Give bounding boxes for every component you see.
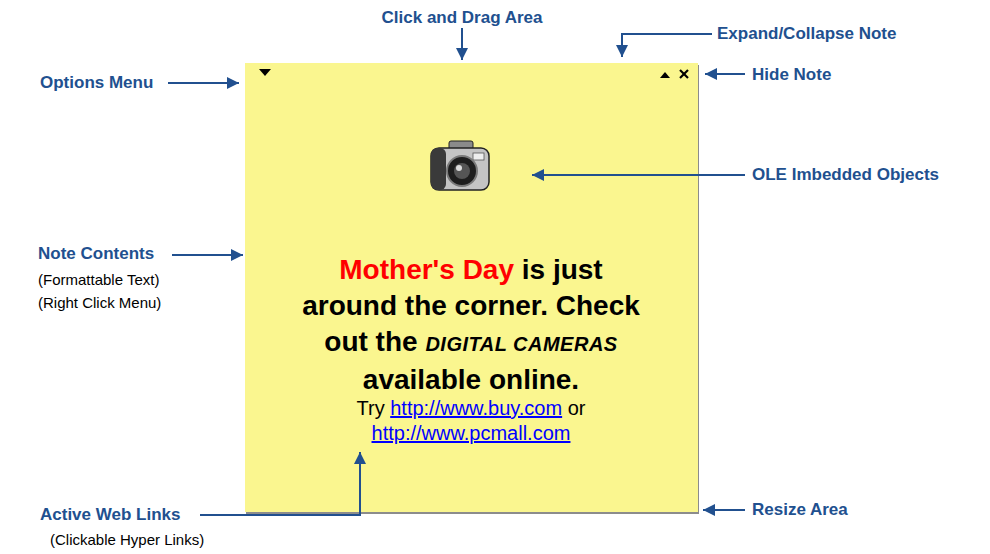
leader-arrow xyxy=(172,254,243,256)
callout-note: (Clickable Hyper Links) xyxy=(50,531,204,549)
leader-arrow xyxy=(461,28,463,60)
sticky-note: Mother's Day is just around the corner. … xyxy=(245,63,698,512)
callout-label: Resize Area xyxy=(752,500,848,520)
note-text: or xyxy=(568,397,586,419)
text-block: Try http://www.buy.com or http://www.pcm… xyxy=(295,396,647,446)
callout-label: Expand/Collapse Note xyxy=(717,24,896,44)
text-block: Mother's Day is just around the corner. … xyxy=(295,252,647,398)
web-link: http://www.buy.com xyxy=(390,397,562,419)
callout-label: Active Web Links xyxy=(40,505,180,525)
callout-label: Note Contents xyxy=(38,244,154,264)
styled-text: DIGITAL CAMERAS xyxy=(425,333,617,355)
callout-label: Click and Drag Area xyxy=(382,8,543,28)
callout-label: Options Menu xyxy=(40,73,153,93)
leader-arrow xyxy=(622,34,712,57)
callout-note: (Right Click Menu) xyxy=(38,294,161,312)
leader-arrow xyxy=(705,73,745,75)
web-link: http://www.pcmall.com xyxy=(372,422,571,444)
note-text: available online. xyxy=(363,364,579,395)
leader-lines xyxy=(168,28,745,515)
leader-arrow xyxy=(168,82,239,84)
callout-label: Hide Note xyxy=(752,65,831,85)
note-text: Try xyxy=(357,397,385,419)
leader-arrow xyxy=(703,509,745,511)
highlight-text: Mother's Day xyxy=(339,254,514,285)
callout-note: (Formattable Text) xyxy=(38,271,159,289)
callout-label: OLE Imbedded Objects xyxy=(752,165,939,185)
